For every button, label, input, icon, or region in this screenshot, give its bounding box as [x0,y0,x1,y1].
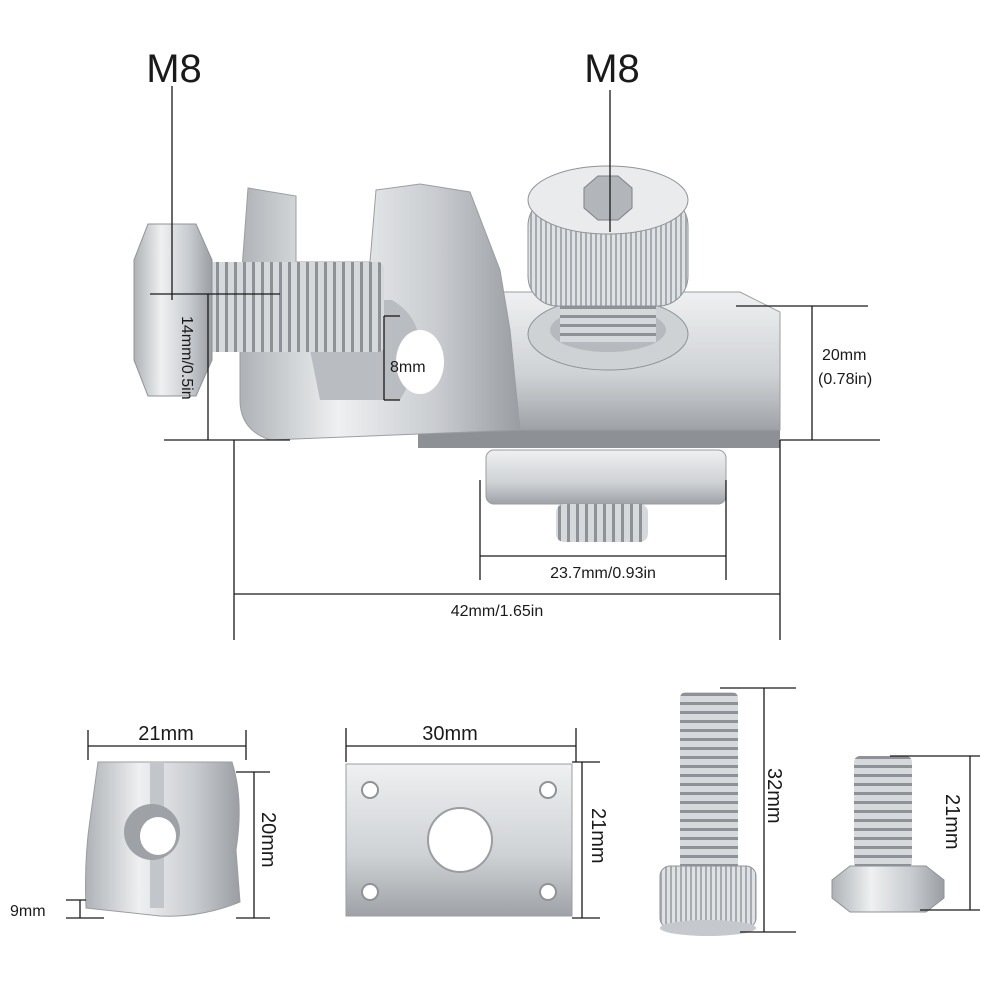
dimension-lines-socket-bolt [720,687,796,933]
socket-bolt-cap [659,865,757,929]
hex-head-bolt [831,756,945,913]
dimension-lines-hex-bolt [890,755,980,911]
dimension-lines-top [150,86,880,640]
slot-opening [396,330,444,394]
bottom-bolt-thread [556,504,648,542]
dimension-lines-nut [66,730,270,919]
hex-bolt-length-label: 21mm [941,794,963,850]
socket-bolt-length-label: 32mm [763,768,785,824]
thread-label-left: M8 [146,47,202,91]
dimension-lines-plate [345,728,600,919]
hex-bolt-head [133,223,213,397]
socket-head-bolt [659,692,757,936]
thread-label-right: M8 [584,47,640,91]
plate-hole-tr [539,781,557,799]
plate-width-label: 30mm [422,723,478,745]
lower-slider [485,449,727,505]
lug-height-label: 14mm/0.5in [178,316,195,400]
total-length-label: 42mm/1.65in [451,603,544,620]
t-nut [85,761,241,917]
nut-height-label: 20mm [257,812,279,868]
nut-flange-label: 9mm [10,903,46,920]
lug-assembly [133,165,781,542]
hex-bolt-shank [854,756,912,868]
t-nut-hole-inner [140,817,176,855]
clamp-height-inch-label: (0.78in) [818,371,872,388]
base-rail [418,428,780,448]
plate-center-hole [427,807,493,873]
socket-bolt-cap-end [660,920,756,936]
plate-height-label: 21mm [587,808,609,864]
nut-width-label: 21mm [138,723,194,745]
slot-width-label: 8mm [390,359,426,376]
hex-bolt-cap [831,865,945,913]
hex-socket [583,175,633,221]
socket-bolt-shank [680,692,738,870]
base-width-label: 23.7mm/0.93in [550,565,656,582]
plate-hole-bl [361,883,379,901]
plate-hole-tl [361,781,379,799]
lug-screw-thread [206,262,384,352]
clamp-height-label: 20mm [822,347,866,364]
backing-plate [345,763,573,917]
plate-hole-br [539,883,557,901]
